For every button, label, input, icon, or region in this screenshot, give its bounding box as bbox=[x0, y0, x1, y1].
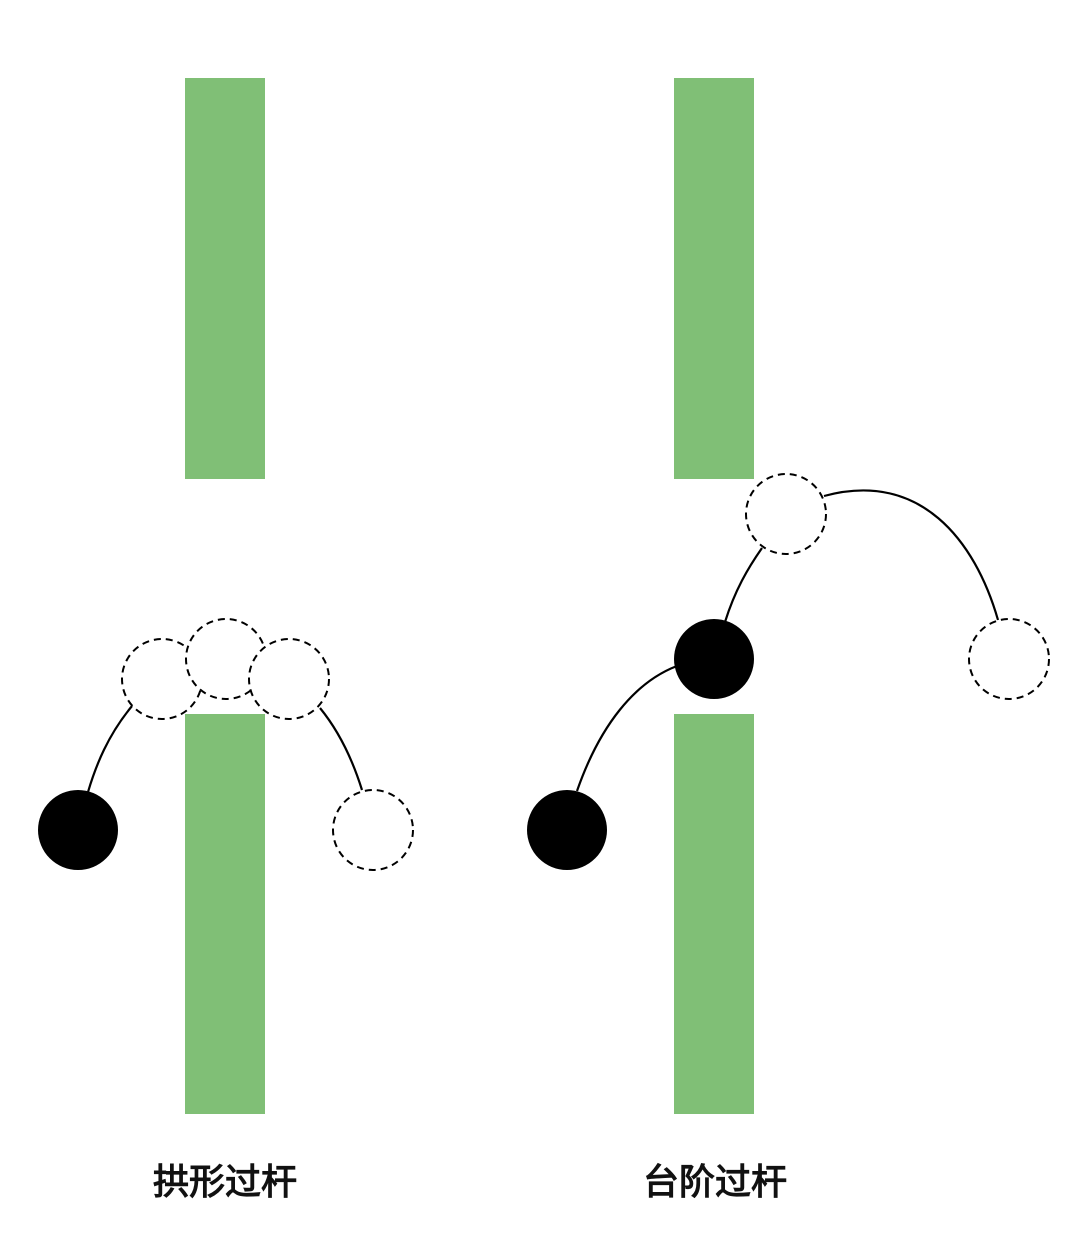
ghost-ball-3 bbox=[248, 638, 330, 720]
panel-arch bbox=[38, 78, 414, 1114]
bottom-pillar-left bbox=[185, 714, 265, 1114]
start-ball-left bbox=[38, 790, 118, 870]
ghost-ball-landing bbox=[332, 789, 414, 871]
ghost-ball-landing-right bbox=[968, 618, 1050, 700]
arch-trajectory-descent bbox=[319, 707, 364, 791]
top-pillar-left bbox=[185, 78, 265, 479]
caption-arch: 拱形过杆 bbox=[152, 1162, 297, 1203]
step-trajectory-2 bbox=[723, 547, 763, 623]
step-trajectory-1 bbox=[575, 664, 678, 792]
panel-step bbox=[527, 78, 1050, 1114]
ghost-ball-top bbox=[745, 473, 827, 555]
mid-ball-right bbox=[674, 619, 754, 699]
caption-step: 台阶过杆 bbox=[642, 1162, 787, 1203]
start-ball-right bbox=[527, 790, 607, 870]
step-trajectory-3 bbox=[823, 489, 1000, 621]
arch-trajectory bbox=[86, 705, 133, 793]
top-pillar-right bbox=[674, 78, 754, 479]
bottom-pillar-right bbox=[674, 714, 754, 1114]
